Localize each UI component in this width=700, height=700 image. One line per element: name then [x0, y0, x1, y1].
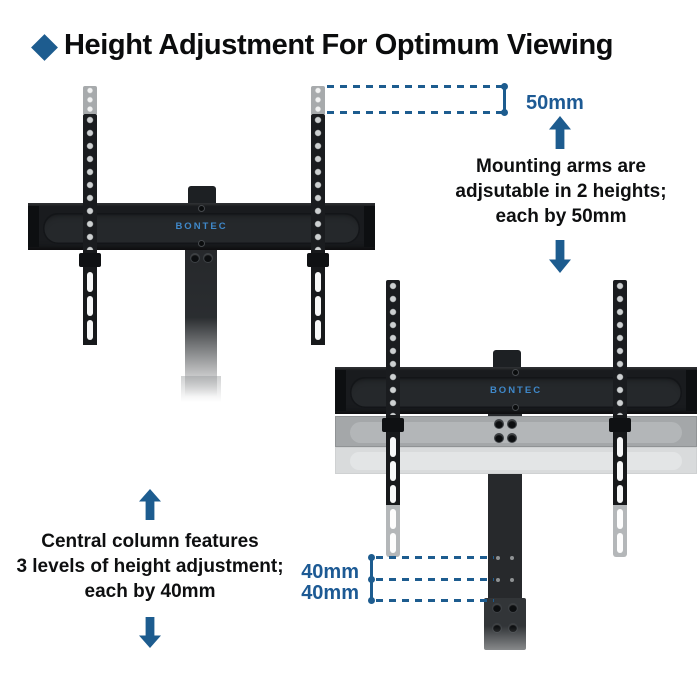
- mounting-arm-ghost: [386, 505, 400, 557]
- dashed-line: [327, 111, 505, 114]
- arm-slot: [390, 509, 396, 529]
- adjust-hole: [496, 578, 500, 582]
- bolt-icon: [508, 434, 516, 442]
- arm-slot: [315, 272, 321, 292]
- mounting-arm: [83, 114, 97, 250]
- arm-slot: [87, 296, 93, 316]
- arm-slot: [617, 437, 623, 457]
- arm-slot: [617, 509, 623, 529]
- arm-slot: [87, 320, 93, 340]
- brand-logo: BONTEC: [175, 220, 228, 232]
- column-measure-label: 40mm: [301, 582, 359, 604]
- mounting-arm-ghost: [613, 505, 627, 557]
- dimension-dot: [368, 597, 375, 604]
- screw-icon: [199, 206, 204, 211]
- dimension-dot: [368, 576, 375, 583]
- mounting-arm-lower: [609, 415, 631, 505]
- arm-measure-label: 50mm: [526, 92, 584, 114]
- mounting-arm-extension: [83, 86, 97, 114]
- arm-slot: [390, 461, 396, 481]
- arm-clamp: [307, 253, 329, 267]
- dashed-line: [376, 556, 494, 559]
- mounting-arm-lower: [307, 250, 329, 345]
- bolt-icon: [508, 420, 516, 428]
- down-arrow-icon: [549, 240, 571, 273]
- arm-slot: [315, 320, 321, 340]
- adjust-hole: [496, 556, 500, 560]
- column-top-bracket: [188, 186, 216, 204]
- mounting-arm-extension: [311, 86, 325, 114]
- mounting-arm: [386, 280, 400, 415]
- column-ghost-base: [181, 376, 221, 402]
- arm-slot: [390, 533, 396, 553]
- bolt-icon: [191, 254, 199, 262]
- diamond-icon: [31, 34, 58, 61]
- arm-clamp: [609, 418, 631, 432]
- arm-slot: [617, 533, 623, 553]
- central-column: [185, 249, 217, 401]
- arm-slot: [315, 296, 321, 316]
- brand-logo: BONTEC: [489, 384, 543, 396]
- dimension-dot: [501, 109, 508, 116]
- column-note-line: Central column features: [41, 531, 259, 552]
- dimension-line: [503, 87, 506, 113]
- down-arrow-icon: [139, 617, 161, 648]
- dashed-line: [376, 599, 494, 602]
- arm-clamp: [79, 253, 101, 267]
- dimension-dot: [501, 83, 508, 90]
- column-top-bracket: [493, 350, 521, 368]
- arms-note-line: adjsutable in 2 heights;: [455, 181, 667, 202]
- mounting-arm-lower: [382, 415, 404, 505]
- up-arrow-icon: [549, 116, 571, 149]
- arms-note-line: each by 50mm: [495, 206, 627, 227]
- arm-slot: [87, 272, 93, 292]
- bolt-icon: [509, 604, 517, 612]
- arm-slot: [617, 485, 623, 503]
- screw-icon: [513, 370, 518, 375]
- screw-icon: [513, 405, 518, 410]
- arm-clamp: [382, 418, 404, 432]
- crossbar-ghost-panel: [350, 422, 682, 443]
- page-title: Height Adjustment For Optimum Viewing: [64, 29, 614, 61]
- mounting-arm: [613, 280, 627, 415]
- arm-slot: [390, 437, 396, 457]
- mounting-arm: [311, 114, 325, 250]
- arm-slot: [617, 461, 623, 481]
- up-arrow-icon: [139, 489, 161, 520]
- bolt-icon: [495, 420, 503, 428]
- bolt-icon: [493, 604, 501, 612]
- column-note-line: 3 levels of height adjustment;: [16, 556, 284, 577]
- dimension-dot: [368, 554, 375, 561]
- column-fade: [476, 626, 534, 700]
- dashed-line: [376, 578, 494, 581]
- bolt-icon: [495, 434, 503, 442]
- arm-slot: [390, 485, 396, 503]
- adjust-hole: [510, 578, 514, 582]
- screw-icon: [199, 241, 204, 246]
- column-measure-label: 40mm: [301, 561, 359, 583]
- bolt-icon: [204, 254, 212, 262]
- crossbar-ghost-panel: [350, 452, 682, 470]
- adjust-hole: [510, 556, 514, 560]
- dashed-line: [327, 85, 505, 88]
- arms-note-line: Mounting arms are: [476, 156, 646, 177]
- column-note: Central column features 3 levels of heig…: [10, 529, 290, 604]
- mounting-arm-lower: [79, 250, 101, 345]
- arms-note: Mounting arms are adjsutable in 2 height…: [433, 154, 689, 229]
- column-note-line: each by 40mm: [84, 581, 216, 602]
